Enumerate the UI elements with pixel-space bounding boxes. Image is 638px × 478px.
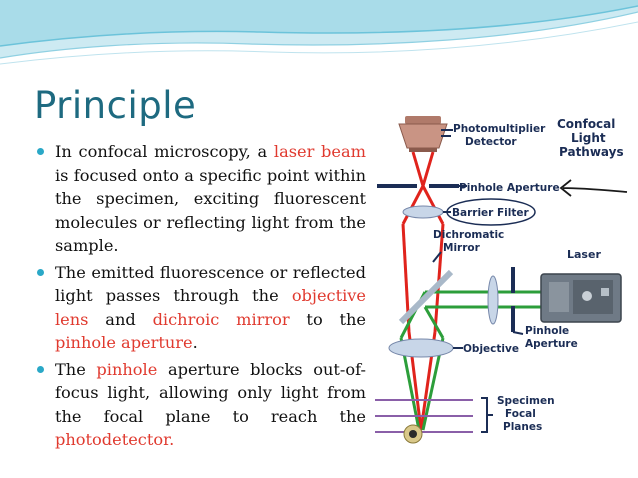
header-wave-decoration: [0, 0, 638, 65]
label-pmt-2: Detector: [465, 136, 517, 148]
objective-lens-icon: [388, 338, 454, 358]
bullet-text: to the: [289, 309, 367, 329]
red-light-beam: [401, 151, 445, 431]
specimen-focal-planes: [375, 399, 473, 433]
bullet-item: In confocal microscopy, a laser beam is …: [36, 140, 366, 258]
bullet-text: In confocal microscopy, a: [55, 142, 274, 161]
bullet-text: and: [88, 309, 153, 329]
label-dichromatic-1: Dichromatic: [433, 229, 504, 241]
bullet-item: The pinhole aperture blocks out-of-focus…: [36, 358, 366, 452]
bullet-text: The: [55, 359, 97, 379]
barrier-filter-icon: [402, 205, 444, 219]
label-objective: Objective: [463, 343, 519, 355]
bullet-item: The emitted fluorescence or reflected li…: [36, 261, 366, 355]
highlight-term: dichroic mirror: [152, 309, 290, 329]
bullet-list: In confocal microscopy, a laser beam is …: [36, 140, 366, 455]
dichroic-mirror-icon: [398, 269, 454, 325]
photomultiplier-detector-icon: [398, 116, 448, 152]
bullet-text: .: [192, 333, 198, 352]
laser-lens-icon: [487, 275, 499, 325]
label-pinhole-aperture: Pinhole Aperture: [459, 182, 560, 194]
bullet-text: The emitted fluorescence or reflected li…: [55, 262, 366, 306]
handdrawn-arrow-icon: [559, 179, 628, 197]
label-confocal-2: Light: [571, 131, 606, 145]
confocal-diagram: Photomultiplier Detector Confocal Light …: [373, 112, 637, 445]
highlight-term: pinhole: [96, 359, 158, 379]
label-dichromatic-2: Mirror: [443, 242, 481, 254]
label-pinhole-2: Aperture: [525, 338, 578, 350]
label-specimen-2: Focal: [505, 408, 536, 420]
slide-title: Principle: [34, 84, 197, 127]
label-specimen-3: Planes: [503, 421, 542, 433]
label-pinhole-1: Pinhole: [525, 325, 569, 337]
laser-pinhole-plate: [511, 267, 515, 293]
highlight-term: laser beam: [273, 142, 366, 161]
barrier-filter-circle: [446, 198, 536, 226]
bullet-text: aperture blocks out-of-focus light, allo…: [55, 359, 366, 426]
highlight-term: objective lens: [55, 286, 366, 329]
label-laser: Laser: [567, 248, 601, 261]
laser-pinhole-plate-lower: [511, 306, 515, 332]
pinhole-aperture-plate-right: [429, 184, 459, 188]
label-barrier-filter: Barrier Filter: [452, 207, 530, 219]
highlight-term: pinhole aperture: [55, 333, 193, 352]
label-confocal-1: Confocal: [557, 117, 615, 131]
pinhole-aperture-plate: [377, 184, 417, 188]
label-confocal-3: Pathways: [559, 145, 624, 159]
bullet-text: is focused onto a specific point within …: [55, 165, 366, 256]
laser-device-icon: [540, 273, 622, 323]
highlight-term: photodetector.: [55, 430, 175, 449]
label-pmt-1: Photomultiplier: [453, 123, 546, 135]
label-specimen-1: Specimen: [497, 395, 555, 407]
